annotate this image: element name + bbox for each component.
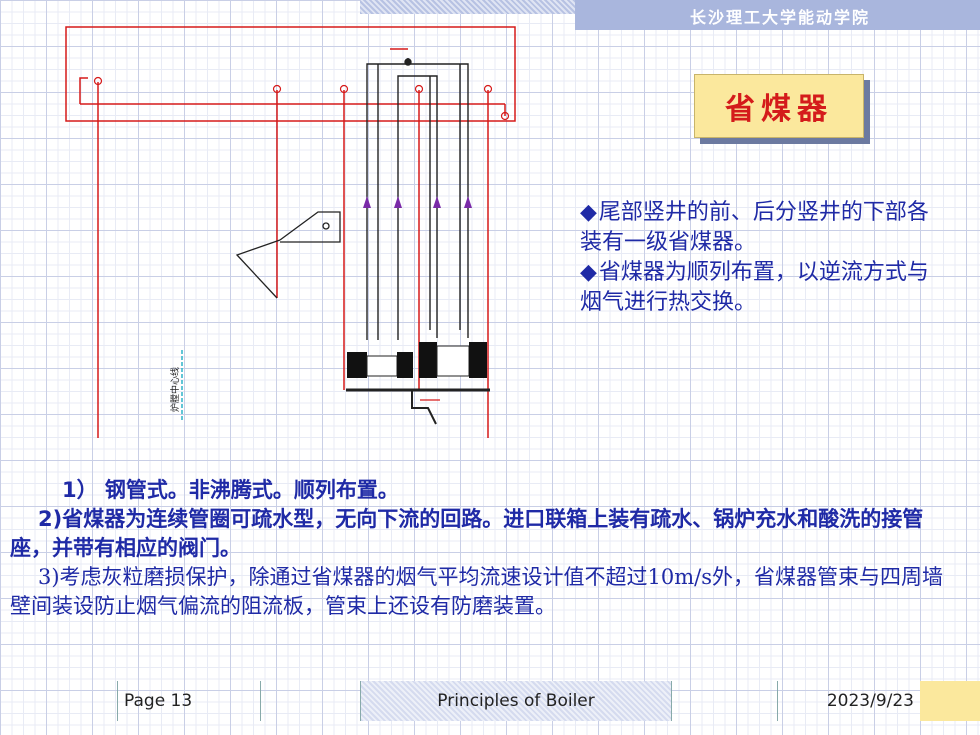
inlet-hood	[235, 211, 341, 299]
paragraph-2: 2)省煤器为连续管圈可疏水型，无向下流的回路。进口联箱上装有疏水、锅炉充水和酸洗…	[10, 507, 924, 560]
diamond-icon: ◆	[580, 200, 597, 225]
bullet-item: ◆省煤器为顺列布置，以逆流方式与烟气进行热交换。	[580, 260, 929, 315]
furnace-outline	[65, 26, 516, 122]
paragraph-3: 3)考虑灰粒磨损保护，除通过省煤器的烟气平均流速设计值不超过10m/s外，省煤器…	[10, 565, 944, 618]
header-pattern	[360, 0, 575, 14]
economizer-banks	[346, 342, 490, 425]
paragraph-1: 1） 钢管式。非沸腾式。顺列布置。	[62, 478, 399, 502]
body-text: 1） 钢管式。非沸腾式。顺列布置。 2)省煤器为连续管圈可疏水型，无向下流的回路…	[10, 476, 954, 621]
footer-accent	[920, 681, 980, 721]
centerline-label: 炉膛中心线	[169, 367, 181, 412]
header-nodes	[93, 76, 510, 121]
economizer-diagram: 炉膛中心线	[65, 26, 516, 438]
economizer-pipes	[366, 58, 469, 340]
page-title: 省煤器	[725, 92, 833, 127]
diamond-icon: ◆	[580, 260, 597, 285]
school-name: 长沙理工大学能动学院	[689, 8, 870, 27]
bullet-list: ◆尾部竖井的前、后分竖井的下部各装有一级省煤器。 ◆省煤器为顺列布置，以逆流方式…	[580, 198, 930, 318]
bullet-item: ◆尾部竖井的前、后分竖井的下部各装有一级省煤器。	[580, 200, 929, 255]
footer-date: 2023/9/23	[777, 681, 921, 721]
footer-course-name: Principles of Boiler	[360, 681, 672, 721]
footer-page-number: Page 13	[117, 681, 261, 721]
flow-arrows	[363, 196, 472, 208]
title-box: 省煤器	[694, 74, 864, 138]
header-band	[575, 0, 980, 30]
